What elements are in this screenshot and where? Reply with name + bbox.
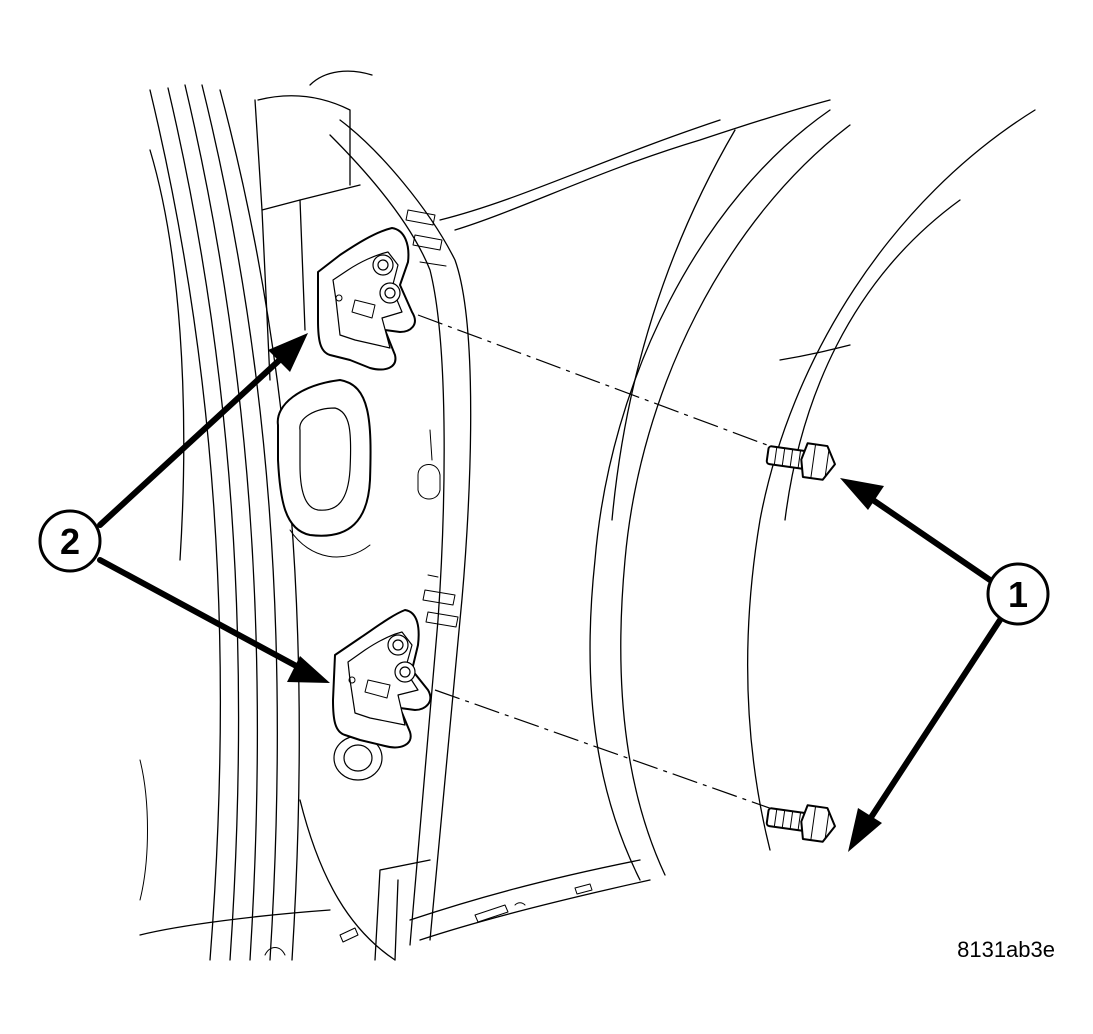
lower-bolt	[765, 804, 836, 843]
fender-panel	[139, 99, 1036, 961]
arrowhead-upper-bracket	[268, 333, 308, 372]
handle-recess	[276, 379, 372, 558]
callout-2-label: 2	[60, 521, 80, 562]
arrowhead-lower-bracket	[287, 656, 330, 683]
upper-striker-bracket	[317, 227, 416, 371]
lower-striker-bracket	[332, 609, 432, 749]
callout-1-label: 1	[1008, 574, 1028, 615]
figure-id: 8131ab3e	[957, 937, 1055, 962]
arrowhead-upper-bolt	[840, 478, 884, 510]
callout-1: 1	[986, 562, 1050, 626]
callout-1-leaders	[840, 478, 1003, 852]
arrowhead-lower-bolt	[848, 808, 882, 852]
alignment-lines	[417, 314, 776, 811]
callout-2: 2	[38, 509, 102, 573]
upper-bolt	[765, 442, 836, 481]
callout-2-leaders	[97, 333, 330, 683]
panel-slots	[333, 209, 459, 781]
